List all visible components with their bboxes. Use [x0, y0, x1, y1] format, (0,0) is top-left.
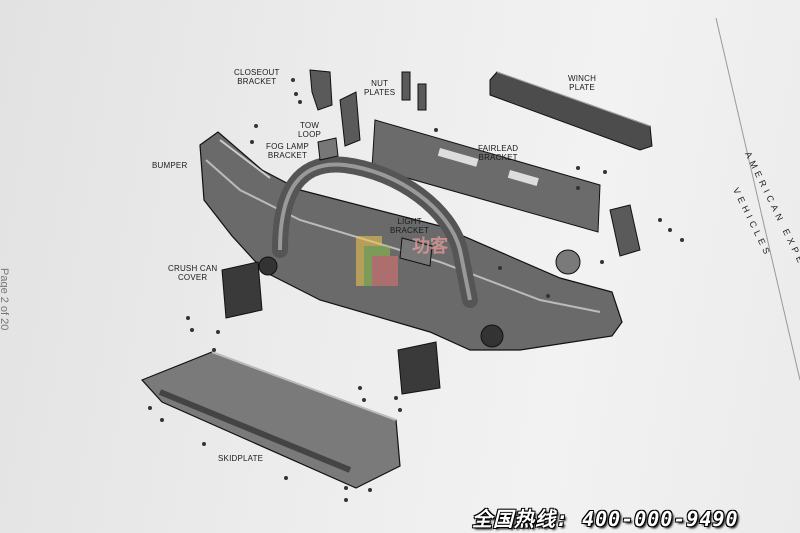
crush-can-cover-left — [221, 261, 263, 319]
tow-loop-bracket — [339, 91, 361, 147]
label-fog-lamp-bracket: FOG LAMP BRACKET — [266, 142, 309, 160]
label-bumper: BUMPER — [152, 161, 188, 170]
page-fold-line — [715, 17, 800, 381]
label-fairlead-bracket: FAIRLEAD BRACKET — [478, 144, 519, 162]
watermark-text: 功客 — [412, 236, 448, 256]
label-closeout-bracket: CLOSEOUT BRACKET — [234, 68, 280, 86]
closeout-bracket — [309, 69, 333, 111]
label-nut-plates: NUT PLATES — [364, 79, 396, 97]
label-tow-loop: TOW LOOP — [298, 121, 322, 139]
crush-can-cover-right — [397, 341, 441, 395]
fog-lamp-hole-right — [480, 324, 504, 348]
end-bracket — [609, 204, 641, 257]
fog-lamp-hole-left — [258, 256, 278, 276]
light-bracket — [399, 237, 433, 267]
label-winch-plate: WINCH PLATE — [568, 74, 597, 92]
label-light-bracket: LIGHT BRACKET — [390, 217, 430, 235]
hotline-text: 全国热线: 400-000-9490 — [472, 507, 739, 531]
nut-plate-2 — [417, 83, 427, 111]
fairlead-bracket — [371, 119, 601, 233]
skidplate-body — [140, 351, 401, 489]
page-number: Page 2 of 20 — [0, 268, 10, 331]
fairlead-mount — [555, 249, 581, 275]
hardware-bolts — [148, 78, 684, 502]
fog-lamp-bracket — [317, 137, 339, 161]
label-skidplate: SKIDPLATE — [218, 454, 264, 463]
nut-plate-1 — [401, 71, 411, 101]
label-crush-can-cover: CRUSH CAN COVER — [168, 264, 218, 282]
watermark-logo — [356, 236, 398, 286]
